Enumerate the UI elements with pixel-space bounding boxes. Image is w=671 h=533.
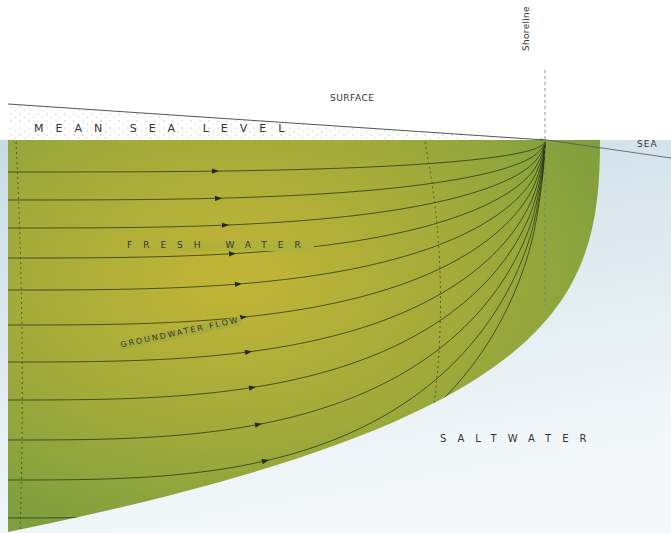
flow-arrowhead bbox=[229, 251, 236, 257]
flow-line bbox=[8, 142, 545, 258]
flow-lines bbox=[8, 142, 545, 518]
sea-level-label: MEAN SEA LEVEL bbox=[34, 123, 296, 135]
flow-arrowhead bbox=[215, 196, 222, 201]
equipotential-line bbox=[425, 142, 441, 420]
flow-line bbox=[8, 142, 545, 228]
surface-line bbox=[8, 104, 545, 140]
zone-label: SALTWATER bbox=[440, 433, 597, 444]
flow-arrowhead bbox=[235, 281, 242, 287]
flow-arrowhead bbox=[249, 384, 257, 390]
shoreline-marker bbox=[545, 70, 546, 305]
flow-line bbox=[8, 142, 545, 200]
flow-arrowhead bbox=[255, 421, 263, 427]
freshwater-lens bbox=[8, 140, 600, 532]
flow-arrowhead bbox=[261, 458, 269, 465]
surface-label: SURFACE bbox=[330, 94, 374, 104]
sea-surface-line bbox=[540, 139, 671, 158]
flow-line bbox=[8, 142, 545, 400]
flow-arrowhead bbox=[212, 168, 219, 173]
flow-arrowhead bbox=[222, 222, 229, 227]
flow-line bbox=[8, 142, 545, 480]
equipotential-line bbox=[16, 142, 22, 532]
flow-arrowhead bbox=[245, 349, 253, 355]
flow-arrowhead bbox=[268, 491, 276, 498]
shoreline-label: Shoreline bbox=[522, 6, 532, 51]
flow-line bbox=[8, 142, 545, 290]
saltwater-body bbox=[0, 140, 671, 533]
zone-label: FRESH WATER bbox=[125, 241, 314, 251]
sea-label: SEA bbox=[637, 140, 658, 150]
flow-line bbox=[8, 142, 545, 325]
flow-line bbox=[8, 142, 545, 172]
flow-line bbox=[8, 142, 545, 518]
flow-line bbox=[8, 142, 545, 362]
land-stipple bbox=[8, 104, 545, 140]
flow-line bbox=[8, 142, 545, 440]
